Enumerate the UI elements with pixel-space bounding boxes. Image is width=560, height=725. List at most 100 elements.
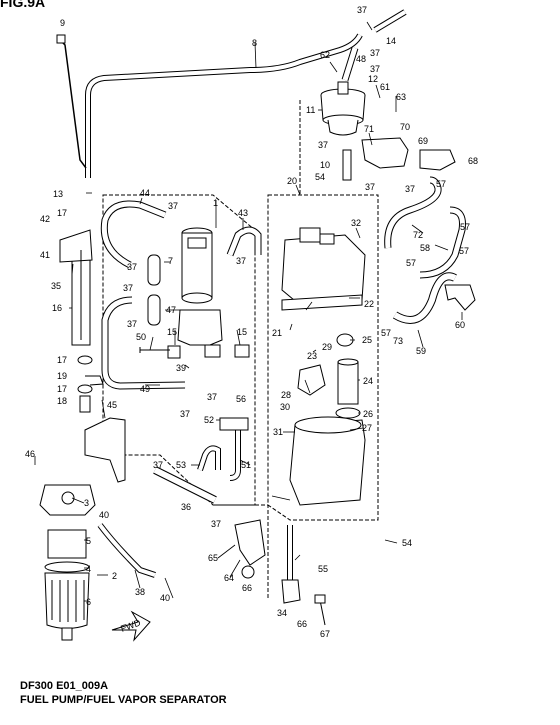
bracket-45 [84,417,126,483]
callout: 28 [281,390,291,400]
filter-element-5 [47,529,87,559]
callout: 34 [277,608,287,618]
callout: 60 [455,320,465,330]
callout: 67 [320,629,330,639]
callout: 37 [365,182,375,192]
fitting-19 [85,375,104,386]
callout: 46 [25,449,35,459]
callout: 53 [176,460,186,470]
pipe-10 [342,149,352,181]
callout: 40 [99,510,109,520]
filter-canister-11 [320,81,366,136]
callout-labels: 9 8 37 14 37 48 37 62 12 61 63 11 70 71 … [25,5,478,639]
callout: 7 [168,256,173,266]
callout: 37 [168,201,178,211]
leader-lines [34,21,463,602]
callout: 39 [176,363,186,373]
callout: 41 [40,250,50,260]
callout: 57 [406,258,416,268]
callout: 17 [57,384,67,394]
callout: 6 [86,597,91,607]
callout: 12 [368,74,378,84]
grommet-66 [241,565,255,579]
callout: 56 [236,394,246,404]
callout: 10 [320,160,330,170]
callout: 57 [459,246,469,256]
joint-52 [219,417,249,431]
pipe-47 [147,294,161,326]
callout: 47 [166,305,176,315]
callout: 31 [273,427,283,437]
diagram-code: DF300 E01_009A [20,680,109,692]
callout: 55 [318,564,328,574]
callout: 66 [242,583,252,593]
callout: 18 [57,396,67,406]
callout: 37 [211,519,221,529]
callout: 54 [315,172,325,182]
vapor-separator-20 [281,227,366,306]
figure-label: FIG.9A [0,0,46,10]
callout: 50 [136,332,146,342]
callout: 37 [405,184,415,194]
clip-60 [444,284,476,311]
callout: 45 [107,400,117,410]
callout: 72 [413,230,423,240]
callout: 37 [207,392,217,402]
callout: 70 [400,122,410,132]
callout: 65 [208,553,218,563]
callout: 68 [468,156,478,166]
fwd-arrow [111,610,151,642]
pump-24 [337,358,359,405]
bolt-18 [79,395,91,413]
callout: 37 [127,319,137,329]
callout: 49 [140,384,150,394]
callout: 35 [51,281,61,291]
diagram-artwork [34,9,476,642]
ring-26 [335,407,361,419]
diagram-title: FUEL PUMP/FUEL VAPOR SEPARATOR [20,694,227,706]
callout: 44 [140,188,150,198]
callout: 14 [386,36,396,46]
callout: 21 [272,328,282,338]
callout: 11 [306,105,315,115]
callout: 3 [84,498,89,508]
callout: 30 [280,402,290,412]
callout: 17 [57,208,67,218]
valve-68 [419,149,456,171]
gasket-22 [281,294,363,311]
bracket-16 [59,229,93,346]
grommet-34 [281,579,301,604]
callout: 37 [357,5,367,15]
fuel-pump-1 [181,227,213,304]
callout: 71 [364,124,374,134]
callout: 69 [418,136,428,146]
lower-group-box [213,504,269,600]
callout: 66 [297,619,307,629]
o-ring-4 [44,561,90,573]
bolt-50 [139,347,170,353]
callout: 64 [224,573,234,583]
callout: 37 [370,64,380,74]
float-28 [297,364,326,396]
pipe-7 [147,254,161,286]
callout: 20 [287,176,297,186]
callout: 36 [181,502,191,512]
callout: 42 [40,214,50,224]
callout: 19 [57,371,67,381]
callout: 58 [420,243,430,253]
callout: 24 [363,376,373,386]
callout: 37 [236,256,246,266]
callout: 52 [204,415,214,425]
filter-cup-6 [44,572,90,641]
callout: 61 [380,82,390,92]
callout: 9 [60,18,65,28]
float-chamber-27 [289,416,366,506]
callout: 23 [307,351,317,361]
callout: 1 [213,198,218,208]
callout: 37 [123,283,133,293]
callout: 63 [396,92,406,102]
callout: 16 [52,303,62,313]
bolt-67 [319,599,326,626]
callout: 15 [167,327,177,337]
